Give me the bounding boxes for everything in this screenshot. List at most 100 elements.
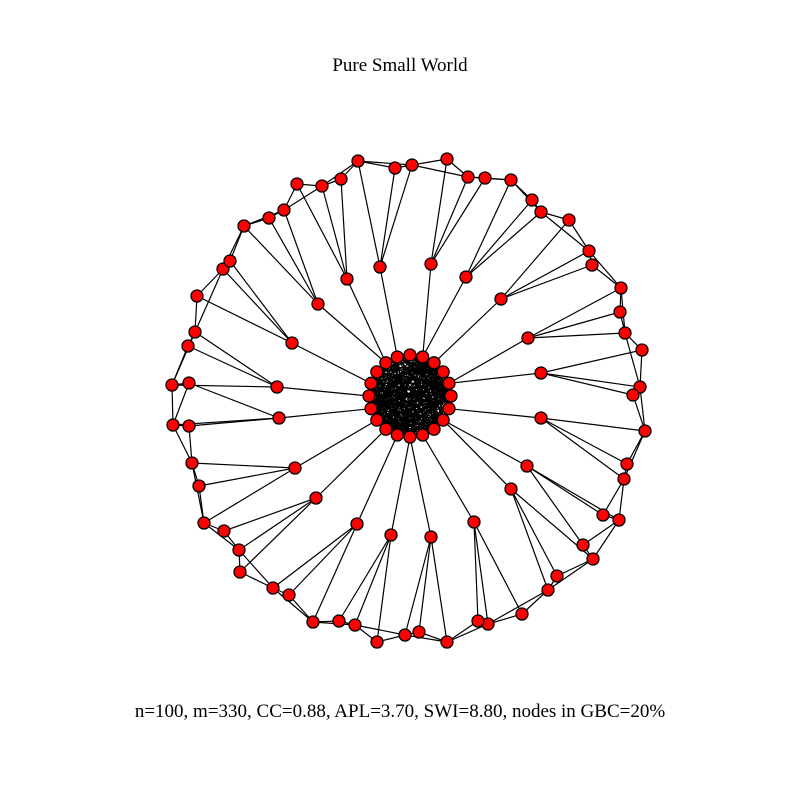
network-edge: [340, 178, 348, 280]
network-edge: [372, 356, 398, 407]
network-node: [440, 635, 454, 649]
network-edge: [317, 303, 387, 364]
network-node: [197, 516, 211, 530]
network-node: [620, 457, 634, 471]
network-edge: [283, 185, 323, 211]
network-edge: [238, 497, 317, 551]
network-edge: [338, 534, 392, 622]
network-edge: [418, 536, 432, 633]
network-node: [613, 305, 627, 319]
network-edge: [376, 371, 439, 384]
network-edge: [446, 623, 489, 643]
network-edge: [171, 384, 174, 426]
network-edge: [465, 211, 542, 278]
network-node: [288, 461, 302, 475]
network-edge: [422, 276, 467, 358]
network-node: [596, 508, 610, 522]
network-edge: [433, 298, 502, 364]
network-edge: [500, 250, 590, 300]
network-node: [266, 581, 280, 595]
network-edge: [384, 391, 398, 436]
network-node: [290, 177, 304, 191]
network-edge: [203, 467, 296, 524]
network-node: [309, 491, 323, 505]
network-edge: [540, 372, 641, 388]
network-node: [550, 569, 564, 583]
network-node: [237, 219, 251, 233]
network-node: [340, 272, 354, 286]
network-edge: [278, 408, 372, 419]
network-node: [379, 356, 393, 370]
network-node: [416, 428, 430, 442]
network-edge: [624, 332, 641, 388]
network-edge: [442, 419, 528, 467]
network-node: [405, 158, 419, 172]
network-edge: [510, 488, 549, 591]
network-node: [379, 422, 393, 436]
network-edge: [448, 372, 542, 384]
network-node: [582, 244, 596, 258]
network-edge: [172, 382, 190, 426]
network-edge: [510, 488, 558, 577]
network-edge: [422, 434, 475, 523]
network-node: [311, 297, 325, 311]
network-edge: [229, 260, 293, 344]
network-node: [521, 331, 535, 345]
network-node: [348, 618, 362, 632]
network-node: [306, 615, 320, 629]
network-node: [412, 625, 426, 639]
network-edge: [582, 519, 620, 546]
network-edge: [500, 219, 570, 300]
network-node: [520, 459, 534, 473]
network-node: [617, 472, 631, 486]
network-node: [427, 422, 441, 436]
network-edge: [346, 278, 387, 364]
network-edge: [527, 287, 622, 339]
network-node: [504, 482, 518, 496]
network-node: [334, 172, 348, 186]
network-node: [390, 350, 404, 364]
network-edge: [354, 624, 406, 636]
network-node: [478, 171, 492, 185]
network-node: [525, 193, 539, 207]
network-node: [373, 260, 387, 274]
network-edge: [376, 534, 392, 643]
network-node: [315, 179, 329, 193]
network-node: [494, 292, 508, 306]
network-node: [424, 257, 438, 271]
network-node: [461, 170, 475, 184]
network-node: [442, 402, 456, 416]
network-node: [332, 614, 346, 628]
network-node: [362, 389, 376, 403]
network-edge: [465, 179, 512, 278]
network-edge: [354, 534, 392, 626]
network-node: [638, 424, 652, 438]
network-edge: [381, 377, 397, 429]
network-node: [635, 343, 649, 357]
network-node: [233, 565, 247, 579]
network-edge: [315, 428, 387, 499]
node-layer: [165, 152, 652, 649]
network-node: [403, 348, 417, 362]
network-edge: [223, 497, 317, 532]
network-node: [614, 281, 628, 295]
network-edge: [623, 430, 646, 480]
network-node: [618, 326, 632, 340]
network-node: [364, 376, 378, 390]
network-node: [182, 376, 196, 390]
network-edge: [272, 587, 314, 623]
network-edge: [194, 331, 278, 388]
network-edge: [540, 211, 590, 252]
network-edge: [526, 465, 584, 546]
network-node: [562, 213, 576, 227]
network-node: [217, 524, 231, 538]
network-edge: [390, 436, 411, 536]
network-edge: [238, 549, 274, 589]
network-edge: [404, 403, 438, 427]
network-edge: [526, 465, 604, 516]
network-node: [384, 528, 398, 542]
network-edge: [540, 417, 625, 480]
network-node: [471, 614, 485, 628]
network-edge: [473, 521, 523, 615]
network-node: [586, 552, 600, 566]
